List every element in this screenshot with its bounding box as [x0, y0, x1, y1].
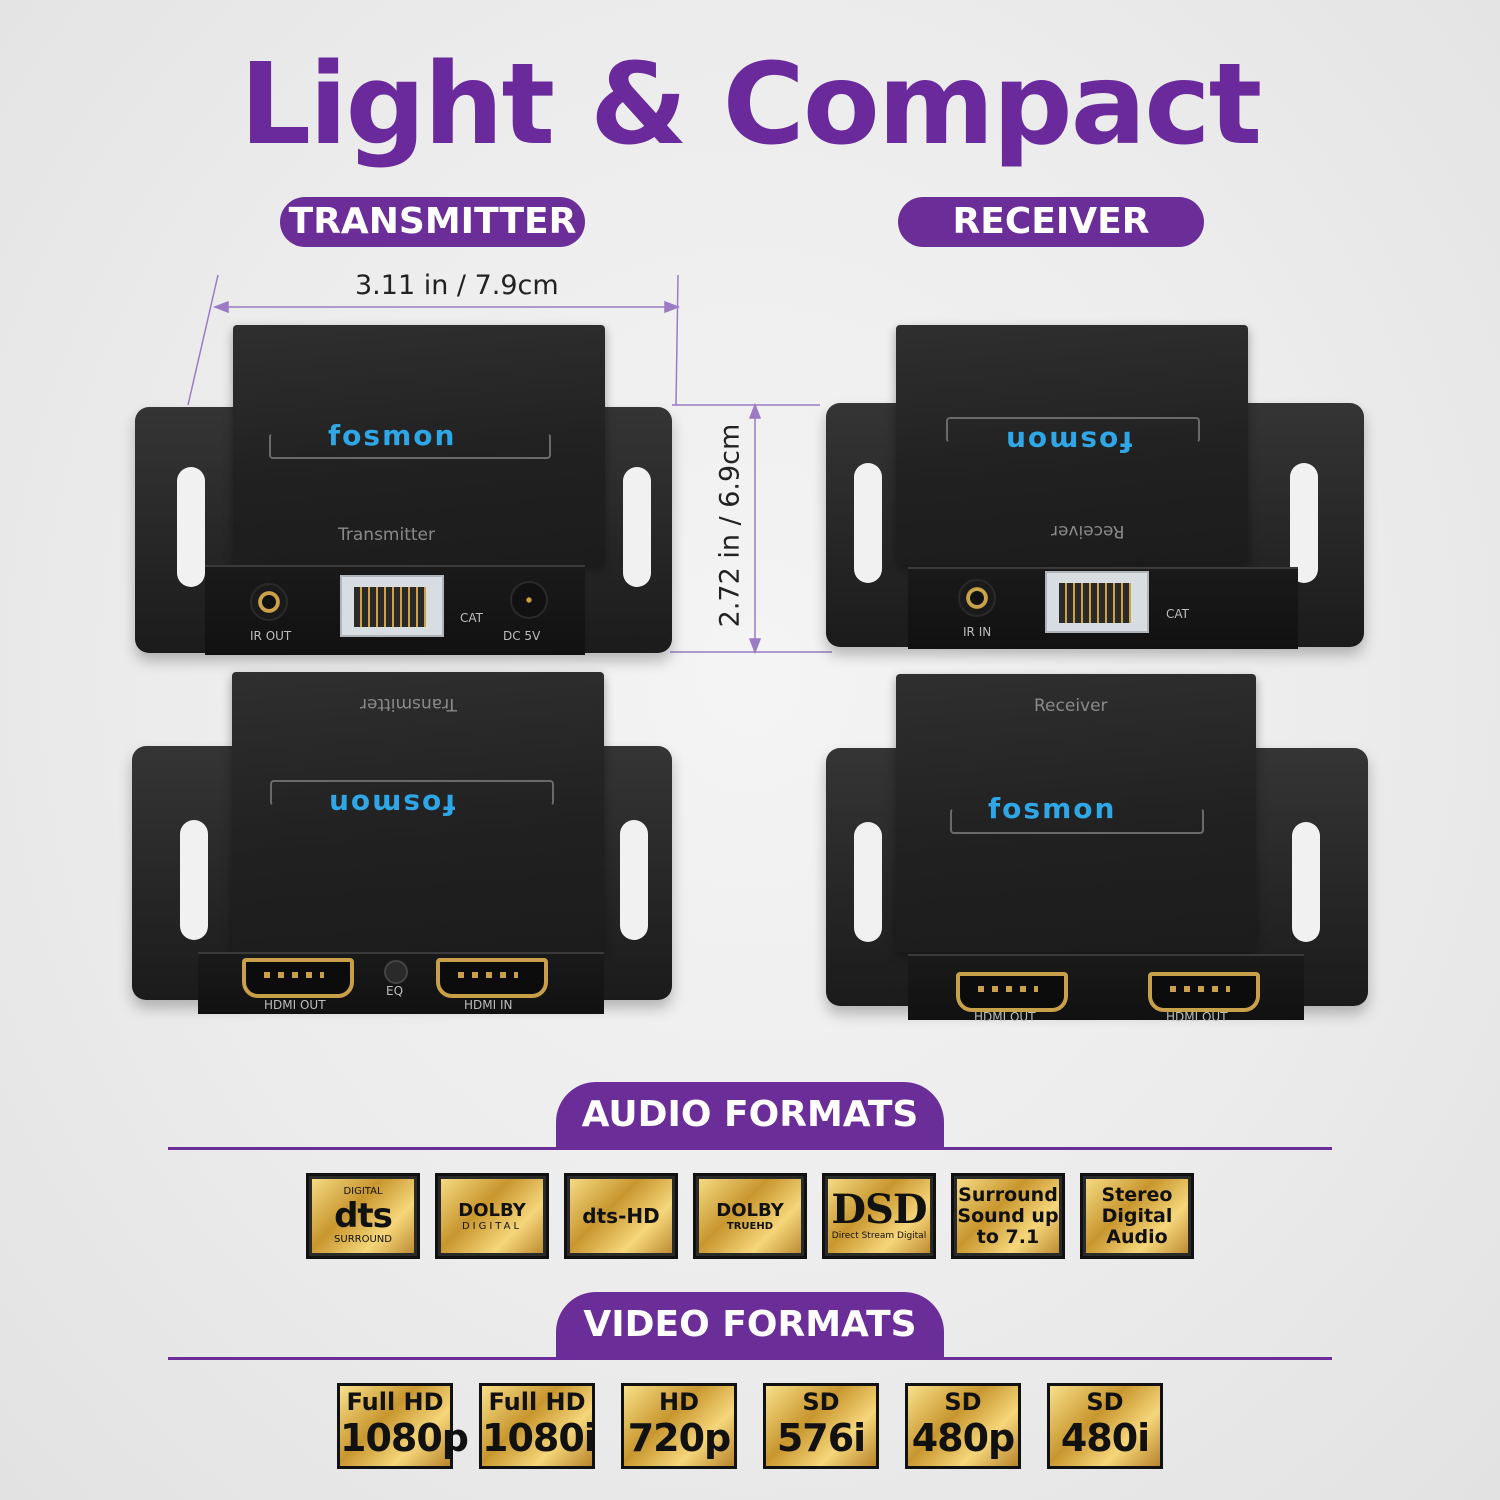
width-dimension: 3.11 in / 7.9cm — [355, 270, 559, 301]
device-front: IR OUT CAT DC 5V — [205, 565, 585, 655]
dc-jack — [510, 581, 548, 619]
mount-slot — [1292, 822, 1320, 942]
ir-out-jack — [250, 583, 288, 621]
device-top: fosmon Receiver — [896, 325, 1248, 565]
mount-slot — [854, 463, 882, 583]
fosmon-logo: fosmon — [327, 788, 456, 821]
fosmon-logo: fosmon — [988, 792, 1117, 825]
port-label: HDMI OUT — [974, 1010, 1036, 1024]
port-label: CAT — [460, 611, 483, 625]
dts-digital-surround-badge: DIGITAL dts SURROUND — [306, 1173, 420, 1259]
port-label: EQ — [386, 984, 404, 998]
mount-slot — [177, 467, 205, 587]
stereo-digital-audio-badge: Stereo Digital Audio — [1080, 1173, 1194, 1259]
port-label: HDMI IN — [464, 998, 513, 1012]
mount-slot — [623, 467, 651, 587]
dsd-badge: DSD Direct Stream Digital — [822, 1173, 936, 1259]
cat-port — [340, 575, 444, 637]
device-top: Transmitter fosmon — [232, 672, 604, 952]
divider — [168, 1357, 1332, 1360]
hdmi-out-port — [956, 972, 1068, 1012]
video-formats-heading: VIDEO FORMATS — [556, 1292, 944, 1358]
port-label: IR IN — [963, 625, 992, 639]
dts-hd-badge: dts-HD — [564, 1173, 678, 1259]
fosmon-logo: fosmon — [1004, 425, 1133, 458]
dolby-digital-badge: DOLBY DIGITAL — [435, 1173, 549, 1259]
transmitter-label: TRANSMITTER — [280, 197, 585, 247]
receiver-label: RECEIVER — [898, 197, 1204, 247]
device-top: Receiver fosmon — [896, 674, 1256, 952]
device-front: IR IN CAT — [908, 567, 1298, 649]
cat-port — [1045, 571, 1149, 633]
device-name: Transmitter — [360, 694, 457, 714]
height-dimension: 2.72 in / 6.9cm — [714, 423, 746, 628]
port-label: DC 5V — [503, 629, 541, 643]
page-title: Light & Compact — [239, 40, 1262, 170]
dolby-truehd-badge: DOLBY TRUEHD — [693, 1173, 807, 1259]
audio-formats-heading: AUDIO FORMATS — [556, 1082, 944, 1148]
port-label: CAT — [1166, 607, 1189, 621]
hdmi-out-port — [1148, 972, 1260, 1012]
mount-slot — [180, 820, 208, 940]
device-name: Receiver — [1051, 521, 1125, 541]
mount-slot — [620, 820, 648, 940]
fosmon-logo: fosmon — [328, 419, 457, 452]
eq-button — [384, 960, 408, 984]
mount-slot — [1290, 463, 1318, 583]
mount-slot — [854, 822, 882, 942]
device-name: Receiver — [1034, 696, 1108, 716]
device-front: HDMI OUT EQ HDMI IN — [198, 952, 604, 1014]
port-label: HDMI OUT — [264, 998, 326, 1012]
hdmi-out-port — [242, 958, 354, 998]
hdmi-in-port — [436, 958, 548, 998]
dimension-lines — [187, 274, 832, 655]
surround-sound-badge: Surround Sound up to 7.1 — [951, 1173, 1065, 1259]
port-label: HDMI OUT — [1166, 1010, 1228, 1024]
port-label: IR OUT — [250, 629, 292, 643]
divider — [168, 1147, 1332, 1150]
ir-in-jack — [958, 579, 996, 617]
device-name: Transmitter — [338, 525, 435, 545]
device-top: fosmon Transmitter — [233, 325, 605, 565]
device-front: HDMI OUT HDMI OUT — [908, 954, 1304, 1024]
